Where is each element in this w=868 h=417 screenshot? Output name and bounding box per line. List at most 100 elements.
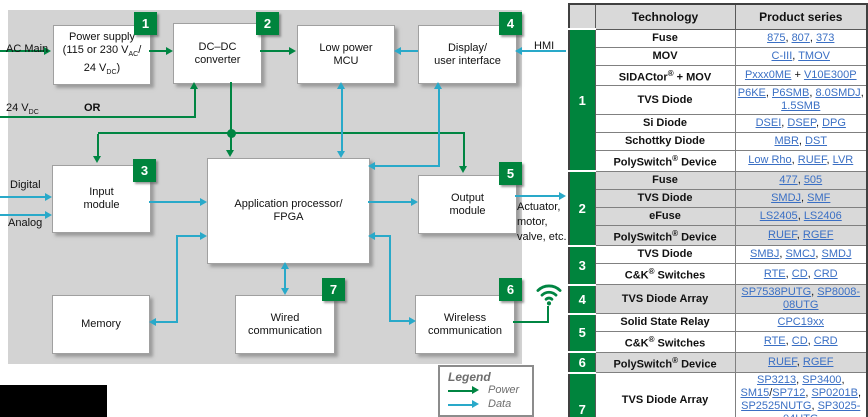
group-number-4: 4 bbox=[568, 283, 596, 315]
product-link-SMDJ[interactable]: SMDJ bbox=[821, 248, 852, 261]
product-link-SP7538PUTG[interactable]: SP7538PUTG bbox=[741, 286, 812, 299]
group-number-2: 2 bbox=[568, 170, 596, 247]
arrow-icon bbox=[190, 82, 198, 89]
arrow-icon bbox=[45, 193, 52, 201]
group-number-5: 5 bbox=[568, 312, 596, 354]
block-display-user-interface: Display/user interface bbox=[418, 25, 517, 84]
product-link-505[interactable]: 505 bbox=[803, 173, 823, 186]
product-link-SMDJ[interactable]: SMDJ bbox=[771, 191, 802, 204]
product-link-SMCJ[interactable]: SMCJ bbox=[785, 248, 816, 261]
legend: Legend Power Data bbox=[438, 365, 534, 417]
product-link-SP3025-04HTG[interactable]: SP3025-04HTG bbox=[783, 400, 861, 417]
product-link-SP2525NUTG[interactable]: SP2525NUTG bbox=[741, 400, 812, 413]
technology-cell: Solid State Relay bbox=[594, 313, 736, 333]
product-link-RUEF[interactable]: RUEF bbox=[768, 356, 797, 369]
data-line-analog bbox=[0, 214, 45, 216]
product-link-477[interactable]: 477 bbox=[779, 173, 798, 186]
product-link-P6SMB[interactable]: P6SMB bbox=[772, 87, 810, 100]
product-link-SP8008-08UTG[interactable]: SP8008-08UTG bbox=[783, 286, 861, 312]
arrow-icon bbox=[149, 318, 156, 326]
legend-data-label: Data bbox=[488, 398, 512, 410]
redacted-area bbox=[0, 385, 107, 417]
product-series-cell: RUEF, RGEF bbox=[734, 351, 868, 374]
product-series-cell: LS2405, LS2406 bbox=[734, 206, 868, 226]
product-link-SMBJ[interactable]: SMBJ bbox=[750, 248, 780, 261]
registered-mark: ® bbox=[667, 68, 674, 78]
label-ac-main: AC Main bbox=[6, 43, 49, 55]
arrow-icon bbox=[409, 317, 416, 325]
product-link-DSEP[interactable]: DSEP bbox=[787, 117, 816, 130]
badge-1: 1 bbox=[134, 12, 157, 35]
power-junction-dot bbox=[227, 129, 236, 138]
product-link-LS2405[interactable]: LS2405 bbox=[759, 209, 798, 222]
technology-cell: TVS Diode bbox=[594, 188, 736, 208]
product-link-CPC19xx[interactable]: CPC19xx bbox=[777, 316, 824, 329]
product-link-LVR[interactable]: LVR bbox=[832, 154, 854, 167]
product-link-Low Rho[interactable]: Low Rho bbox=[748, 154, 792, 167]
product-link-RTE[interactable]: RTE bbox=[763, 335, 786, 348]
product-link-RUEF[interactable]: RUEF bbox=[797, 154, 827, 167]
label-24vdc: 24 VDC bbox=[6, 102, 39, 117]
product-link-P6KE[interactable]: P6KE bbox=[737, 87, 766, 100]
product-link-RUEF[interactable]: RUEF bbox=[768, 229, 797, 242]
product-link-SMF[interactable]: SMF bbox=[807, 191, 831, 204]
power-line-to-input bbox=[97, 134, 99, 156]
technology-cell: TVS Diode Array bbox=[594, 284, 736, 315]
product-link-DPG[interactable]: DPG bbox=[822, 117, 846, 130]
product-link-SP3400[interactable]: SP3400 bbox=[802, 374, 842, 387]
legend-title: Legend bbox=[448, 370, 491, 384]
product-link-SM15[interactable]: SM15 bbox=[740, 387, 770, 400]
product-link-CRD[interactable]: CRD bbox=[813, 267, 838, 280]
product-link-RGEF[interactable]: RGEF bbox=[802, 229, 834, 242]
product-link-Pxxx0ME[interactable]: Pxxx0ME bbox=[744, 68, 792, 81]
product-link-LS2406[interactable]: LS2406 bbox=[803, 209, 842, 222]
product-link-8.0SMDJ[interactable]: 8.0SMDJ bbox=[815, 87, 861, 100]
product-link-DSEI[interactable]: DSEI bbox=[755, 117, 782, 130]
product-link-CD[interactable]: CD bbox=[791, 267, 808, 280]
block-label: Memory bbox=[81, 318, 121, 330]
product-link-TMOV[interactable]: TMOV bbox=[798, 49, 830, 62]
product-link-DST[interactable]: DST bbox=[805, 135, 828, 148]
product-link-SP3213[interactable]: SP3213 bbox=[757, 374, 797, 387]
arrow-icon bbox=[200, 232, 207, 240]
product-link-RTE[interactable]: RTE bbox=[763, 267, 786, 280]
technology-cell: Fuse bbox=[594, 28, 736, 48]
product-link-SP0201B[interactable]: SP0201B bbox=[811, 387, 858, 400]
legend-power-row: Power bbox=[440, 384, 532, 398]
arrow-icon bbox=[337, 82, 345, 89]
product-link-RGEF[interactable]: RGEF bbox=[802, 356, 834, 369]
arrow-icon bbox=[472, 386, 479, 394]
product-link-MBR[interactable]: MBR bbox=[774, 135, 799, 148]
product-link-807[interactable]: 807 bbox=[791, 31, 810, 44]
data-line-display-to-mcu bbox=[401, 50, 418, 52]
block-label: Display/user interface bbox=[434, 41, 501, 67]
product-link-SP712[interactable]: SP712 bbox=[772, 387, 806, 400]
data-line-mcu-app bbox=[341, 89, 343, 151]
arrow-icon bbox=[45, 211, 52, 219]
product-link-373[interactable]: 373 bbox=[816, 31, 835, 44]
product-link-CD[interactable]: CD bbox=[791, 335, 808, 348]
product-series-cell: SP3213, SP3400, SM15/SP712, SP0201B, SP2… bbox=[734, 372, 868, 417]
product-link-V10E300P[interactable]: V10E300P bbox=[803, 68, 857, 81]
product-link-CRD[interactable]: CRD bbox=[813, 335, 838, 348]
legend-power-label: Power bbox=[488, 384, 520, 396]
product-link-C-III[interactable]: C-III bbox=[771, 49, 793, 62]
badge-5: 5 bbox=[499, 162, 522, 185]
product-link-1.5SMB[interactable]: 1.5SMB bbox=[781, 100, 821, 113]
data-line-digital bbox=[0, 196, 45, 198]
product-link-875[interactable]: 875 bbox=[767, 31, 786, 44]
product-series-cell: RTE, CD, CRD bbox=[734, 263, 868, 286]
registered-mark: ® bbox=[672, 355, 679, 365]
technology-cell: Schottky Diode bbox=[594, 132, 736, 152]
